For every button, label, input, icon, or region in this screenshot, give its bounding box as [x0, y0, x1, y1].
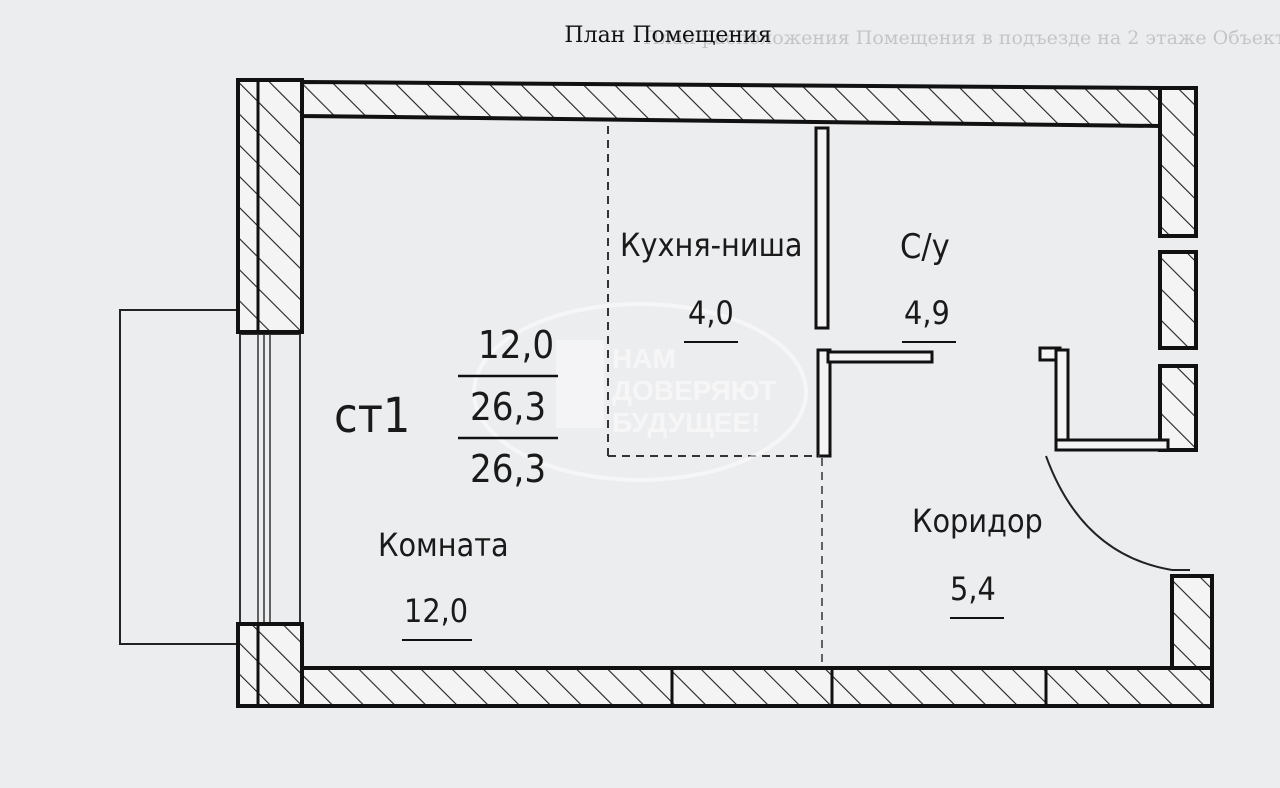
watermark-line1: НАМ: [612, 343, 676, 374]
balcony: [119, 309, 241, 645]
room-name-corridor: Коридор: [912, 502, 1043, 540]
apartment-living-area: 12,0: [478, 323, 554, 367]
room-area-komnata: 12,0: [404, 592, 468, 630]
apartment-total-area-2: 26,3: [470, 447, 546, 491]
window: [239, 333, 301, 625]
door-swing: [1045, 455, 1173, 571]
room-area-corridor: 5,4: [950, 570, 996, 608]
watermark-line2: ДОВЕРЯЮТ: [612, 375, 776, 406]
room-name-kitchen: Кухня-ниша: [620, 226, 803, 264]
room-area-kitchen: 4,0: [688, 294, 734, 332]
walls: [236, 78, 1214, 708]
partitions: [814, 126, 1170, 458]
room-name-bathroom: С/у: [900, 227, 950, 267]
room-area-bathroom: 4,9: [904, 294, 950, 332]
page-title: План Помещения: [564, 23, 771, 48]
building-icon: [556, 340, 604, 428]
apartment-total-area: 26,3: [470, 385, 546, 429]
apartment-id: ст1: [334, 388, 410, 444]
background-ghost-text: План расположения Помещения в подъезде н…: [643, 27, 1280, 49]
kitchen-niche-boundary: [607, 126, 823, 668]
watermark: НАМ ДОВЕРЯЮТ БУДУЩЕЕ!: [472, 302, 808, 482]
watermark-line3: БУДУЩЕЕ!: [612, 407, 760, 438]
room-name-komnata: Комната: [378, 526, 509, 564]
